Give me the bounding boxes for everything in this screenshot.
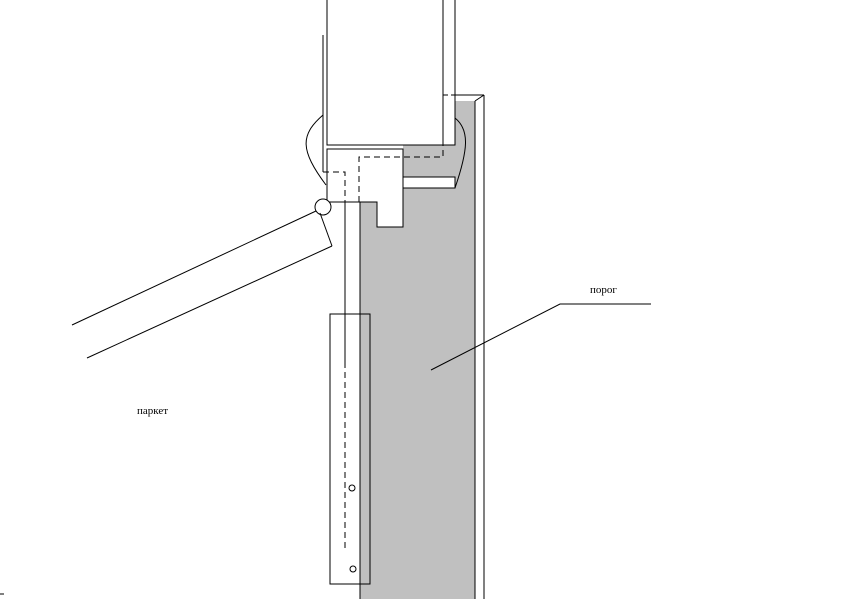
hidden-lines: [323, 145, 444, 550]
threshold-label: порог: [590, 284, 617, 296]
right-seal: [454, 117, 466, 189]
mounting-plate: [329, 313, 371, 585]
threshold-leader-line: [430, 303, 651, 371]
parquet-label: паркет: [137, 405, 169, 417]
screw-hole: [348, 484, 356, 492]
screw-hole: [349, 565, 357, 573]
hinge-pin: [314, 198, 332, 216]
parquet-board: [71, 210, 333, 359]
seal-strip: [402, 176, 456, 189]
door-leaf: [322, 0, 456, 172]
threshold-body: [360, 101, 475, 599]
left-seal: [305, 114, 327, 186]
